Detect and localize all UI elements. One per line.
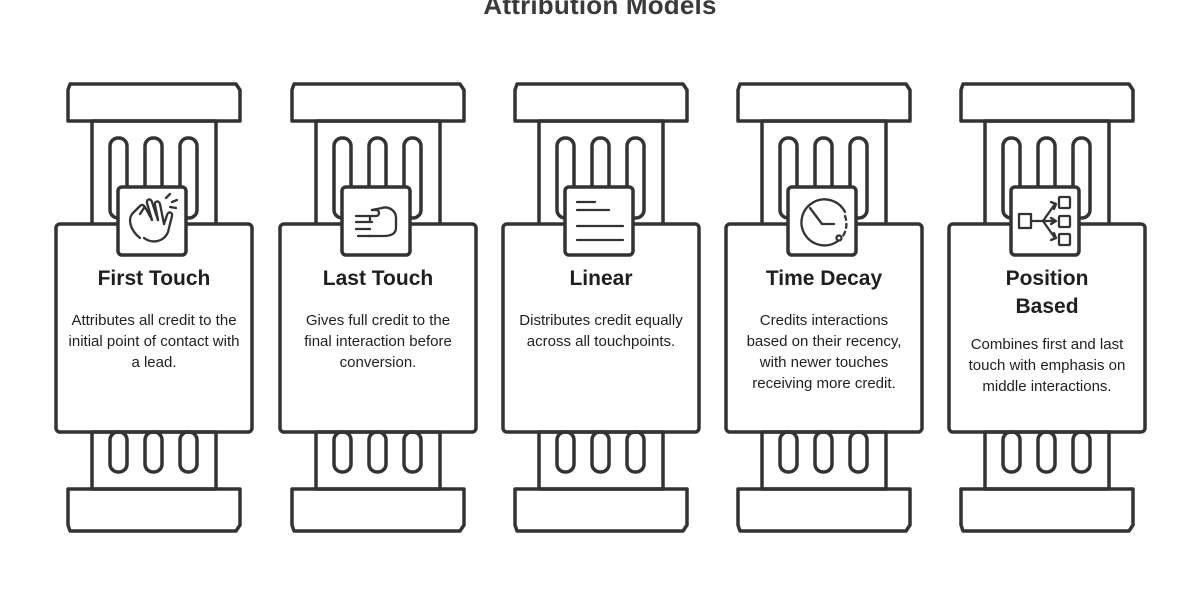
pillar-linear: Linear Distributes credit equally across… bbox=[501, 0, 701, 600]
pillar-position-based: Position Based Combines first and last t… bbox=[947, 0, 1147, 600]
model-name-first-touch: First Touch bbox=[97, 267, 211, 290]
model-name-last-touch: Last Touch bbox=[322, 267, 434, 290]
document-lines-icon bbox=[575, 200, 625, 242]
pillar-frame bbox=[278, 82, 478, 533]
pillar-last-touch: Last Touch Gives full credit to the fina… bbox=[278, 0, 478, 600]
model-description-linear: Distributes credit equally across all to… bbox=[519, 312, 683, 350]
pillar-frame bbox=[501, 82, 701, 533]
diagram-title: Attribution Models bbox=[483, 0, 717, 20]
pillar-frame bbox=[54, 82, 254, 533]
model-description-time-decay: Credits interactions based on their rece… bbox=[746, 312, 902, 392]
flow-diagram-icon bbox=[1017, 195, 1072, 247]
model-name-time-decay: Time Decay bbox=[765, 267, 883, 290]
clock-icon bbox=[800, 198, 848, 247]
waving-hands-icon bbox=[128, 192, 179, 243]
model-description-last-touch: Gives full credit to the final interacti… bbox=[304, 312, 452, 371]
model-description-first-touch: Attributes all credit to the initial poi… bbox=[68, 312, 240, 371]
model-description-position-based: Combines first and last touch with empha… bbox=[968, 336, 1126, 395]
pillar-first-touch: First Touch Attributes all credit to the… bbox=[54, 0, 254, 600]
pointing-hand-icon bbox=[354, 206, 398, 238]
pillar-time-decay: Time Decay Credits interactions based on… bbox=[724, 0, 924, 600]
model-name-linear: Linear bbox=[569, 267, 633, 290]
model-name-position-based: Position Based bbox=[1005, 267, 1089, 318]
pillar-frame bbox=[724, 82, 924, 533]
